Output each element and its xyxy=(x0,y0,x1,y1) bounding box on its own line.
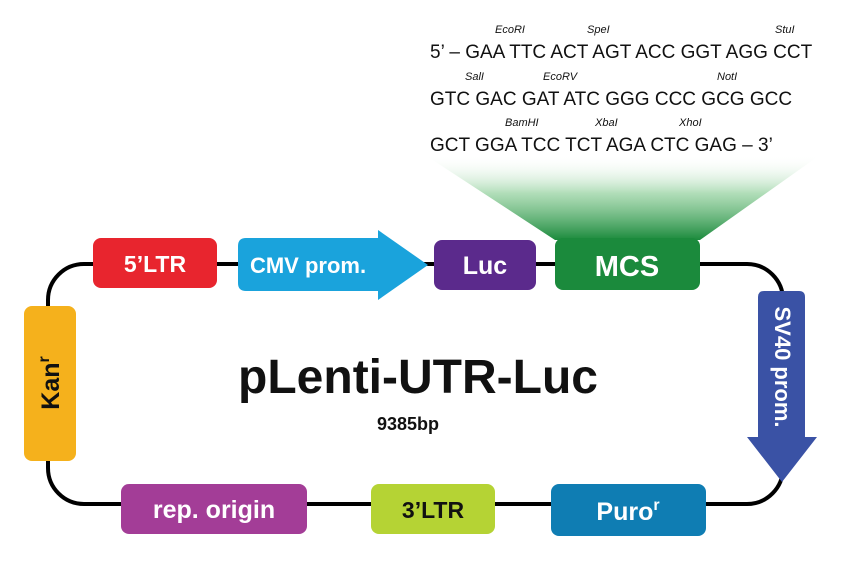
site-xbai: XbaI xyxy=(594,117,618,129)
site-xhoi: XhoI xyxy=(678,117,702,129)
svg-text:SV40 prom.: SV40 prom. xyxy=(770,306,795,427)
site-stui: StuI xyxy=(775,24,795,36)
element-rep-origin: rep. origin xyxy=(121,484,307,534)
svg-text:Luc: Luc xyxy=(463,252,508,280)
site-spei: SpeI xyxy=(587,24,610,36)
site-ecorv: EcoRV xyxy=(543,71,579,83)
element-mcs: MCS xyxy=(555,238,700,290)
svg-text:Puror: Puror xyxy=(596,497,659,526)
mcs-sequence: EcoRI SpeI StuI 5’ – GAA TTC ACT AGT ACC… xyxy=(430,24,813,156)
sequence-line-2: GTC GAC GAT ATC GGG CCC GCG GCC xyxy=(430,89,792,110)
site-noti: NotI xyxy=(717,71,737,83)
sequence-line-1: 5’ – GAA TTC ACT AGT ACC GGT AGG CCT xyxy=(430,42,813,63)
svg-text:Kanr: Kanr xyxy=(36,356,65,409)
element-sv40-promoter: SV40 prom. xyxy=(747,291,817,482)
element-cmv-promoter: CMV prom. xyxy=(238,230,428,300)
svg-text:3’LTR: 3’LTR xyxy=(402,497,465,523)
svg-text:CMV prom.: CMV prom. xyxy=(250,253,366,278)
element-puro-resistance: Puror xyxy=(551,484,706,536)
svg-text:MCS: MCS xyxy=(595,251,659,283)
sequence-line-3: GCT GGA TCC TCT AGA CTC GAG – 3’ xyxy=(430,135,773,156)
element-3ltr: 3’LTR xyxy=(371,484,495,534)
mcs-expansion-fan xyxy=(425,155,820,240)
site-bamhi: BamHI xyxy=(505,117,539,129)
site-sali: SalI xyxy=(465,71,484,83)
site-ecori: EcoRI xyxy=(495,24,525,36)
svg-text:rep. origin: rep. origin xyxy=(153,496,275,524)
plasmid-name: pLenti-UTR-Luc xyxy=(238,351,598,404)
element-luc: Luc xyxy=(434,240,536,290)
element-kan-resistance: Kanr xyxy=(24,306,76,461)
element-5ltr: 5’LTR xyxy=(93,238,217,288)
svg-text:5’LTR: 5’LTR xyxy=(124,251,187,277)
plasmid-size: 9385bp xyxy=(377,414,439,434)
